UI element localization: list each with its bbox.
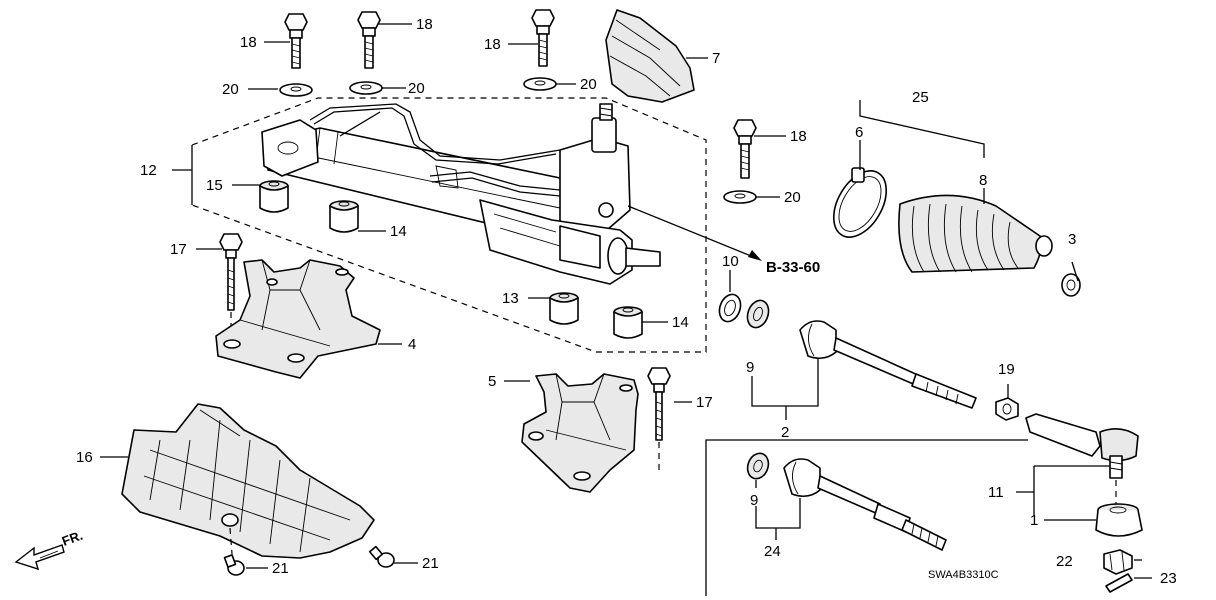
front-label: FR. [60, 528, 85, 549]
callout-15: 15 [206, 177, 223, 194]
flange-bolt-18-c [531, 9, 555, 67]
callout-labels: 18 18 18 18 20 20 20 20 7 25 6 8 3 12 15… [76, 16, 1177, 587]
reference-arrow [627, 205, 762, 261]
callout-18: 18 [484, 36, 501, 53]
callout-22: 22 [1056, 553, 1073, 570]
callout-18: 18 [240, 34, 257, 51]
callout-21: 21 [422, 555, 439, 572]
flange-bolt-18-d [733, 119, 757, 179]
steering-heat-shield-16 [121, 403, 375, 559]
callout-3: 3 [1068, 231, 1076, 248]
leader-lines [100, 23, 1152, 579]
shield-bolt-21-b [368, 545, 395, 568]
steering-rack-housing [261, 103, 661, 285]
callout-1: 1 [1030, 512, 1038, 529]
flange-bolt-18-b [357, 11, 381, 69]
reference-label: B-33-60 [766, 259, 820, 276]
boot-band-6 [832, 167, 888, 238]
lock-washer-9-a [746, 299, 770, 329]
callout-6: 6 [855, 124, 863, 141]
callout-4: 4 [408, 336, 416, 353]
diagram-code: SWA4B3310C [928, 569, 999, 581]
gearbox-mount-bracket-5 [521, 373, 639, 493]
steering-rack-boot-8 [898, 194, 1053, 273]
dust-boot-cover-7 [605, 9, 695, 103]
washer-20-c [523, 77, 557, 91]
callout-17: 17 [170, 241, 187, 258]
mount-bushing-14-b [613, 306, 643, 339]
callout-23: 23 [1160, 570, 1177, 587]
callout-11: 11 [988, 484, 1004, 501]
callout-18: 18 [790, 128, 807, 145]
flange-bolt-18-a [284, 13, 308, 69]
callout-7: 7 [712, 50, 720, 67]
front-arrow-icon [14, 544, 65, 571]
callout-16: 16 [76, 449, 93, 466]
washer-20-a [279, 83, 313, 97]
callout-9: 9 [746, 359, 754, 376]
callout-12: 12 [140, 162, 157, 179]
callout-13: 13 [502, 290, 519, 307]
tie-rod-end-inner-2 [799, 320, 977, 409]
tie-rod-assembly-24 [783, 458, 947, 551]
callout-8: 8 [979, 172, 987, 189]
gearbox-mount-bracket-4 [215, 259, 381, 379]
castle-nut-22 [1103, 549, 1133, 575]
steering-gearbox-assembly-outline [172, 97, 707, 353]
callout-2: 2 [781, 424, 789, 441]
callout-18: 18 [416, 16, 433, 33]
washer-20-d [723, 190, 757, 204]
callout-14: 14 [390, 223, 407, 240]
lock-washer-10 [718, 293, 742, 323]
callout-10: 10 [722, 253, 739, 270]
callout-20: 20 [580, 76, 597, 93]
lock-washer-9-b [746, 452, 770, 480]
callout-21: 21 [272, 560, 289, 577]
callout-9: 9 [750, 492, 758, 509]
callout-24: 24 [764, 543, 781, 560]
washer-20-b [349, 81, 383, 95]
mount-bushing-15 [259, 180, 289, 213]
callout-14: 14 [672, 314, 689, 331]
alternate-parts-divider [705, 439, 1028, 596]
mount-bushing-13 [549, 292, 579, 325]
mount-bushing-14-a [329, 200, 359, 233]
ball-joint-boot-1 [1095, 503, 1143, 537]
shield-bolt-21-a [223, 527, 245, 576]
cotter-pin-23 [1105, 573, 1133, 593]
callout-20: 20 [784, 189, 801, 206]
callout-19: 19 [998, 361, 1015, 378]
callout-20: 20 [222, 81, 239, 98]
tie-rod-end-outer-11 [1025, 413, 1139, 506]
callout-25: 25 [912, 89, 929, 106]
callout-17: 17 [696, 394, 713, 411]
callout-20: 20 [408, 80, 425, 97]
lock-nut-19 [995, 397, 1019, 421]
mount-bolt-17-a [219, 233, 243, 338]
callout-5: 5 [488, 373, 496, 390]
boot-clip-3 [1061, 273, 1081, 297]
mount-bolt-17-b [647, 367, 671, 470]
